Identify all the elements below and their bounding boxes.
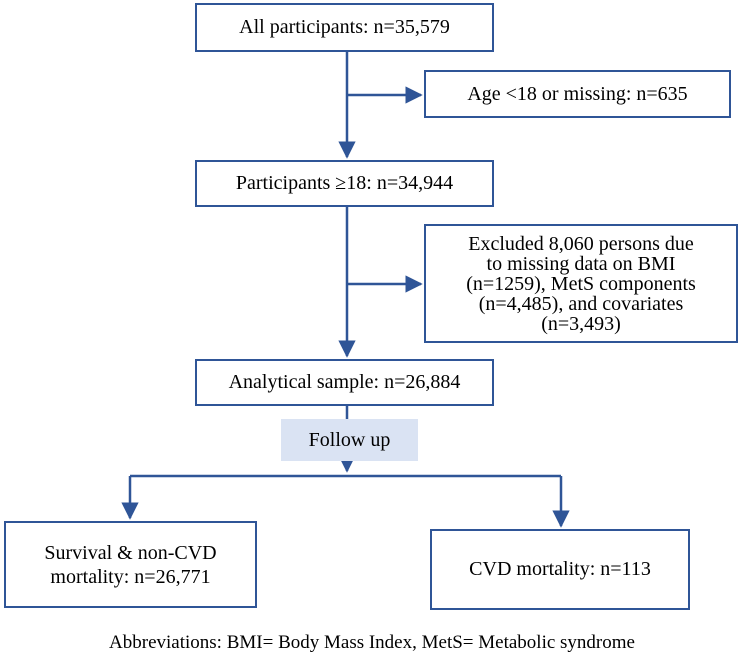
all-participants-label: All participants: n=35,579 — [239, 16, 450, 38]
follow-up-label: Follow up — [308, 428, 391, 451]
box-all-participants: All participants: n=35,579 — [195, 3, 494, 52]
adult-participants-label: Participants ≥18: n=34,944 — [235, 172, 454, 194]
box-survival: Survival & non-CVD mortality: n=26,771 — [4, 521, 257, 608]
excluded-line-4: (n=4,485), and covariates — [478, 292, 684, 315]
survival-line-2: mortality: n=26,771 — [50, 565, 211, 588]
excluded-line-2: to missing data on BMI — [486, 252, 676, 275]
excluded-line-1: Excluded 8,060 persons due — [468, 232, 694, 255]
box-analytical-sample: Analytical sample: n=26,884 — [195, 359, 494, 406]
box-age-exclusion: Age <18 or missing: n=635 — [424, 70, 731, 118]
box-adult-participants: Participants ≥18: n=34,944 — [195, 160, 494, 207]
cvd-mortality-label: CVD mortality: n=113 — [469, 558, 651, 580]
excluded-line-3: (n=1259), MetS components — [466, 272, 696, 295]
age-exclusion-label: Age <18 or missing: n=635 — [467, 82, 688, 105]
follow-up-label-box: Follow up — [281, 419, 418, 461]
box-cvd-mortality: CVD mortality: n=113 — [430, 529, 690, 610]
abbreviations-footnote: Abbreviations: BMI= Body Mass Index, Met… — [109, 632, 635, 653]
analytical-sample-label: Analytical sample: n=26,884 — [228, 371, 461, 393]
survival-line-1: Survival & non-CVD — [44, 541, 217, 564]
excluded-line-5: (n=3,493) — [541, 312, 621, 335]
box-excluded: Excluded 8,060 persons due to missing da… — [424, 224, 738, 343]
